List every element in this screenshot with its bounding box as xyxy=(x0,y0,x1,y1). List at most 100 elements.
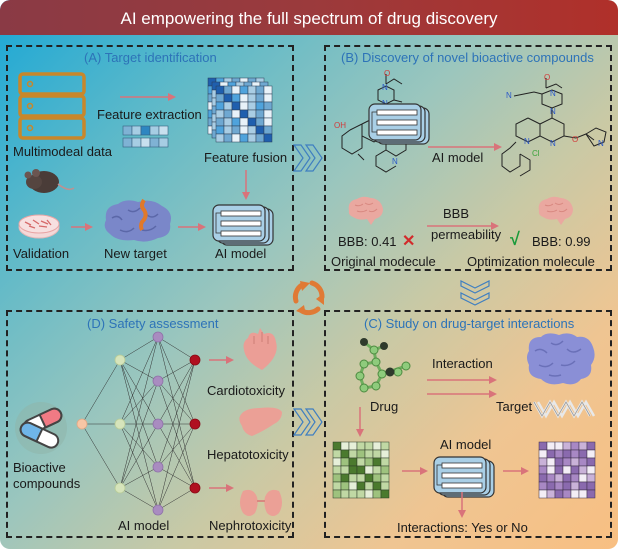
nn-node xyxy=(189,354,201,366)
arrow-icon xyxy=(428,143,502,151)
matrix-cell xyxy=(570,481,580,491)
matrix-cell xyxy=(340,441,350,451)
drug-feature-matrix xyxy=(332,441,390,499)
chevron-right-icon xyxy=(292,408,323,436)
nn-connection xyxy=(119,336,159,489)
matrix-cell xyxy=(348,489,358,499)
ai-model-label: AI model xyxy=(432,150,484,165)
matrix-cell xyxy=(340,449,350,459)
matrix-cell xyxy=(570,457,580,467)
nn-node xyxy=(114,482,126,494)
arrow-icon xyxy=(178,223,206,231)
matrix-cell xyxy=(546,473,556,483)
matrix-cell xyxy=(380,481,390,491)
matrix-cell xyxy=(372,449,382,459)
brain-icon xyxy=(348,196,383,225)
matrix-cell xyxy=(562,441,572,451)
matrix-cell xyxy=(538,489,548,499)
nn-connection xyxy=(157,359,196,468)
check-icon: √ xyxy=(510,229,520,249)
matrix-cell xyxy=(546,449,556,459)
nn-connection xyxy=(119,359,159,425)
matrix-cell xyxy=(554,489,564,499)
matrix-cell xyxy=(348,449,358,459)
matrix-cell xyxy=(356,481,366,491)
nn-connection xyxy=(119,466,159,489)
matrix-cell xyxy=(578,457,588,467)
matrix-cell xyxy=(538,441,548,451)
nn-node xyxy=(114,418,126,430)
matrix-cell xyxy=(546,481,556,491)
ai-model-icon xyxy=(212,204,274,246)
matrix-cell xyxy=(332,473,342,483)
model-layer xyxy=(220,230,262,237)
panel-b-title: (B) Discovery of novel bioactive compoun… xyxy=(341,50,594,65)
output-hepatotoxicity: Hepatotoxicity xyxy=(207,447,289,462)
matrix-cell xyxy=(578,489,588,499)
drug-molecule-icon xyxy=(355,338,411,393)
matrix-cell xyxy=(570,465,580,475)
petri-dish-icon xyxy=(18,214,60,239)
nn-connection xyxy=(157,336,196,489)
matrix-cell xyxy=(562,457,572,467)
drug-label: Drug xyxy=(370,399,399,414)
chevron-right-icon xyxy=(292,144,323,172)
matrix-cell xyxy=(562,473,572,483)
ai-model-label: AI model xyxy=(215,246,267,261)
feature-fusion-label: Feature fusion xyxy=(204,150,288,165)
model-loop xyxy=(436,464,442,486)
nn-connection xyxy=(119,487,159,511)
svg-text:N: N xyxy=(598,139,604,148)
nn-connection xyxy=(119,423,159,468)
matrix-cell xyxy=(356,441,366,451)
ai-model-icon xyxy=(433,456,495,498)
arrow-icon xyxy=(427,222,499,230)
matrix-cell xyxy=(578,441,588,451)
matrix-cell xyxy=(586,457,596,467)
panel-c-title: (C) Study on drug-target interactions xyxy=(364,316,575,331)
matrix-cell xyxy=(380,473,390,483)
nn-connection xyxy=(119,423,159,489)
matrix-cell xyxy=(364,457,374,467)
matrix-cell xyxy=(380,441,390,451)
protein-structure-icon xyxy=(104,198,171,242)
target-protein-icon xyxy=(527,333,595,385)
matrix-cell xyxy=(554,457,564,467)
bioactive-compounds-label-1: Bioactive xyxy=(13,460,66,475)
nn-connection xyxy=(157,359,196,425)
panel-bioactive-compounds xyxy=(324,45,612,271)
matrix-cell xyxy=(586,489,596,499)
nn-connection xyxy=(157,336,196,361)
matrix-cell xyxy=(554,465,564,475)
matrix-cell xyxy=(364,441,374,451)
target-label: Target xyxy=(496,399,533,414)
matrix-cell xyxy=(372,457,382,467)
optimized-bbb-score: BBB: 0.99 xyxy=(532,234,591,249)
feature-cell xyxy=(158,137,169,148)
matrix-cell xyxy=(356,449,366,459)
ai-model-label: AI model xyxy=(118,518,170,533)
matrix-cell xyxy=(348,465,358,475)
matrix-cell xyxy=(364,465,374,475)
matrix-cell xyxy=(372,473,382,483)
nn-node xyxy=(152,331,164,343)
arrow-icon xyxy=(71,223,93,231)
matrix-cell xyxy=(364,449,374,459)
model-layer xyxy=(441,472,483,479)
nn-node xyxy=(152,504,164,516)
matrix-cell xyxy=(332,489,342,499)
panel-a-title: (A) Target identification xyxy=(84,50,217,65)
kidneys-icon xyxy=(240,489,282,516)
nn-connection xyxy=(81,359,121,425)
matrix-cell xyxy=(372,465,382,475)
matrix-cell xyxy=(348,473,358,483)
matrix-cell xyxy=(332,441,342,451)
nn-connection xyxy=(119,336,159,361)
nn-node xyxy=(152,418,164,430)
matrix-cell xyxy=(578,481,588,491)
matrix-cell xyxy=(538,473,548,483)
nn-connection xyxy=(157,466,196,489)
matrix-cell xyxy=(356,473,366,483)
original-molecule-label: Original modecule xyxy=(331,254,436,269)
matrix-cell xyxy=(538,481,548,491)
